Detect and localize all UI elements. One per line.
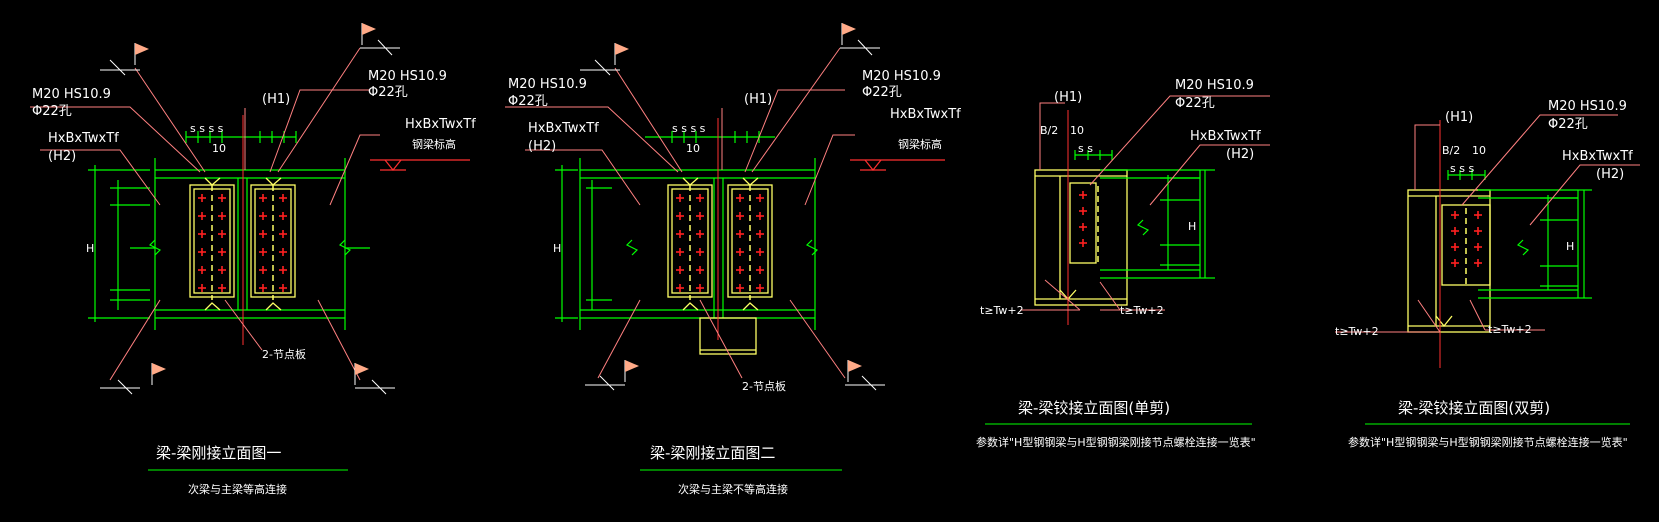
b2-label: B/2 [1040,124,1058,137]
hole-right-label: Φ22孔 [862,85,902,100]
hole-label: Φ22孔 [1175,96,1215,111]
b2-label: B/2 [1442,144,1460,157]
spacing-label: s s s s [672,122,706,135]
section-right-label: HxBxTwxTf [890,107,961,122]
plate-label: 2-节点板 [262,347,306,361]
section-left-label: HxBxTwxTf [48,131,119,146]
h-dim-label: H [1188,220,1196,233]
bolt-spec-right-label: M20 HS10.9 [862,69,941,84]
hole-right-label: Φ22孔 [368,85,408,100]
bolt-spec-label: M20 HS10.9 [1175,78,1254,93]
bolt-group-2 [675,193,765,293]
drawing-subtitle: 次梁与主梁等高连接 [188,482,287,496]
spacing-label: s s [1078,142,1093,155]
section-right-label: HxBxTwxTf [405,117,476,132]
hole-label: Φ22孔 [32,104,72,119]
bolt-group-3 [1078,190,1088,248]
drawing-pinned-double: (H1) M20 HS10.9 Φ22孔 B/2 10 s s s HxBxTw… [1335,99,1640,449]
h1-label: (H1) [1445,110,1473,125]
hole-label: Φ22孔 [508,94,548,109]
drawing-subtitle: 次梁与主梁不等高连接 [678,482,788,496]
gap-label: 10 [212,142,226,155]
section-label: HxBxTwxTf [1190,129,1261,144]
bolt-spec-right-label: M20 HS10.9 [368,69,447,84]
section-left-label: HxBxTwxTf [528,121,599,136]
drawing-title: 梁-梁刚接立面图一 [156,444,281,462]
t-left-label: t≥Tw+2 [980,304,1024,317]
drawing-subtitle: 参数详"H型钢钢梁与H型钢钢梁刚接节点螺栓连接一览表" [1348,435,1628,449]
gap-label: 10 [686,142,700,155]
drawing-rigid-2: M20 HS10.9 Φ22孔 M20 HS10.9 Φ22孔 HxBxTwxT… [505,22,961,496]
gap-label: 10 [1472,144,1486,157]
elevation-label: 钢梁标高 [898,137,942,151]
t-right-label: t≥Tw+2 [1488,323,1532,336]
drawing-title: 梁-梁刚接立面图二 [650,444,775,462]
h2-label: (H2) [1596,167,1624,182]
bolt-spec-label: M20 HS10.9 [1548,99,1627,114]
bolt-spec-label: M20 HS10.9 [508,77,587,92]
h-dim-label: H [1566,240,1574,253]
h2-label: (H2) [528,139,556,154]
spacing-label: s s s [1450,162,1474,175]
elevation-label: 钢梁标高 [412,137,456,151]
t-left-label: t≥Tw+2 [1335,325,1379,338]
spacing-label: s s s s [190,122,224,135]
section-label: HxBxTwxTf [1562,149,1633,164]
plate-label: 2-节点板 [742,379,786,393]
drawing-pinned-single: (H1) M20 HS10.9 Φ22孔 B/2 10 s s HxBxTwxT… [976,78,1270,449]
hole-label: Φ22孔 [1548,117,1588,132]
drawing-title: 梁-梁铰接立面图(单剪) [1018,399,1170,417]
drawing-rigid-1: M20 HS10.9 Φ22孔 M20 HS10.9 Φ22孔 HxBxTwxT… [30,22,476,496]
drawing-title: 梁-梁铰接立面图(双剪) [1398,399,1550,417]
h-dim-label: H [86,242,94,255]
h1-label: (H1) [744,92,772,107]
h-dim-label: H [553,242,561,255]
bolt-spec-label: M20 HS10.9 [32,87,111,102]
h2-label: (H2) [48,149,76,164]
drawing-subtitle: 参数详"H型钢钢梁与H型钢钢梁刚接节点螺栓连接一览表" [976,435,1256,449]
h2-label: (H2) [1226,147,1254,162]
gap-label: 10 [1070,124,1084,137]
h1-label: (H1) [1054,90,1082,105]
t-right-label: t≥Tw+2 [1120,304,1164,317]
h1-label: (H1) [262,92,290,107]
